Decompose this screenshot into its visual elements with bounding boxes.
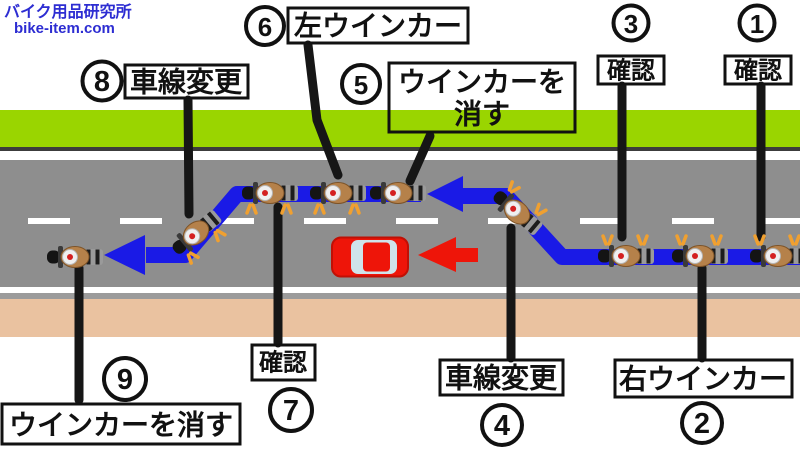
step-7-label-text: 確認: [259, 349, 307, 377]
road-top-edge-line: [0, 147, 800, 151]
step-6-label-box: [286, 6, 470, 45]
step-4-number: 4: [494, 410, 510, 442]
sidewalk-strip: [0, 299, 800, 337]
step-4-number-badge: [480, 403, 524, 447]
step-9-label-text: ウインカーを消す: [9, 410, 233, 441]
road-top-shoulder: [0, 151, 800, 160]
step-6-label-text: 左ウインカー: [294, 11, 462, 42]
step-8-label-text: 車線変更: [130, 67, 243, 98]
step-3-label: 3 確認: [596, 3, 666, 86]
step-8-number: 8: [94, 66, 110, 98]
step-4-label-box: [438, 358, 565, 397]
step-8-label-box: [123, 63, 250, 100]
step-5-pointer-line: [405, 131, 435, 186]
step-1-number: 1: [750, 9, 764, 39]
grass-strip: [0, 110, 800, 147]
step-5-number: 5: [354, 70, 368, 100]
step-1-label: 1 確認: [723, 3, 793, 86]
site-logo: バイク用品研究所 bike-item.com: [4, 2, 132, 37]
step-3-number: 3: [624, 9, 638, 39]
step-3-label-text: 確認: [607, 57, 655, 85]
step-5-label-text-line1: ウインカーを: [398, 67, 566, 98]
step-9-label-box: [0, 402, 242, 446]
car: [331, 236, 409, 278]
car-direction-arrow: [418, 237, 478, 272]
step-2-number-badge: [680, 401, 724, 445]
step-4-label-text: 車線変更: [445, 363, 558, 394]
step-2-label-box: [613, 358, 794, 399]
step-9-number-badge: [102, 356, 148, 402]
step-1-label-box: [723, 54, 793, 86]
step-6-number-badge: [244, 5, 286, 47]
step-5-label-box: [387, 61, 577, 134]
step-3-number-badge: [611, 3, 651, 43]
step-6-number: 6: [258, 12, 272, 42]
step-4-label: 車線変更 4: [438, 358, 565, 447]
step-2-number: 2: [694, 408, 710, 440]
step-1-label-text: 確認: [734, 57, 782, 85]
step-2-label: 右ウインカー 2: [613, 358, 794, 445]
step-1-number-badge: [737, 3, 777, 43]
site-logo-url: bike-item.com: [14, 20, 115, 37]
step-5-label: 5 ウインカーを 消す: [340, 61, 577, 134]
step-7-number: 7: [283, 395, 299, 427]
step-7-number-badge: [268, 387, 314, 433]
step-7-label-box: [250, 343, 317, 382]
step-6-label: 6 左ウインカー: [244, 5, 470, 47]
step-8-label: 8 車線変更: [80, 59, 250, 103]
road-bottom-edge-line: [0, 287, 800, 293]
step-5-label-text-line2: 消す: [454, 99, 510, 130]
step-8-number-badge: [80, 59, 124, 103]
step-3-label-box: [596, 54, 666, 86]
step-9-label: 9 ウインカーを消す: [0, 356, 242, 446]
step-8-pointer-line: [183, 95, 194, 219]
step-7-label: 確認 7: [250, 343, 317, 433]
step-2-label-text: 右ウインカー: [619, 364, 787, 395]
step-5-number-badge: [340, 63, 382, 105]
step-6-pointer-line: [303, 40, 343, 180]
site-logo-name: バイク用品研究所: [4, 2, 132, 21]
curb-strip: [0, 293, 800, 299]
step-9-number: 9: [117, 364, 133, 396]
